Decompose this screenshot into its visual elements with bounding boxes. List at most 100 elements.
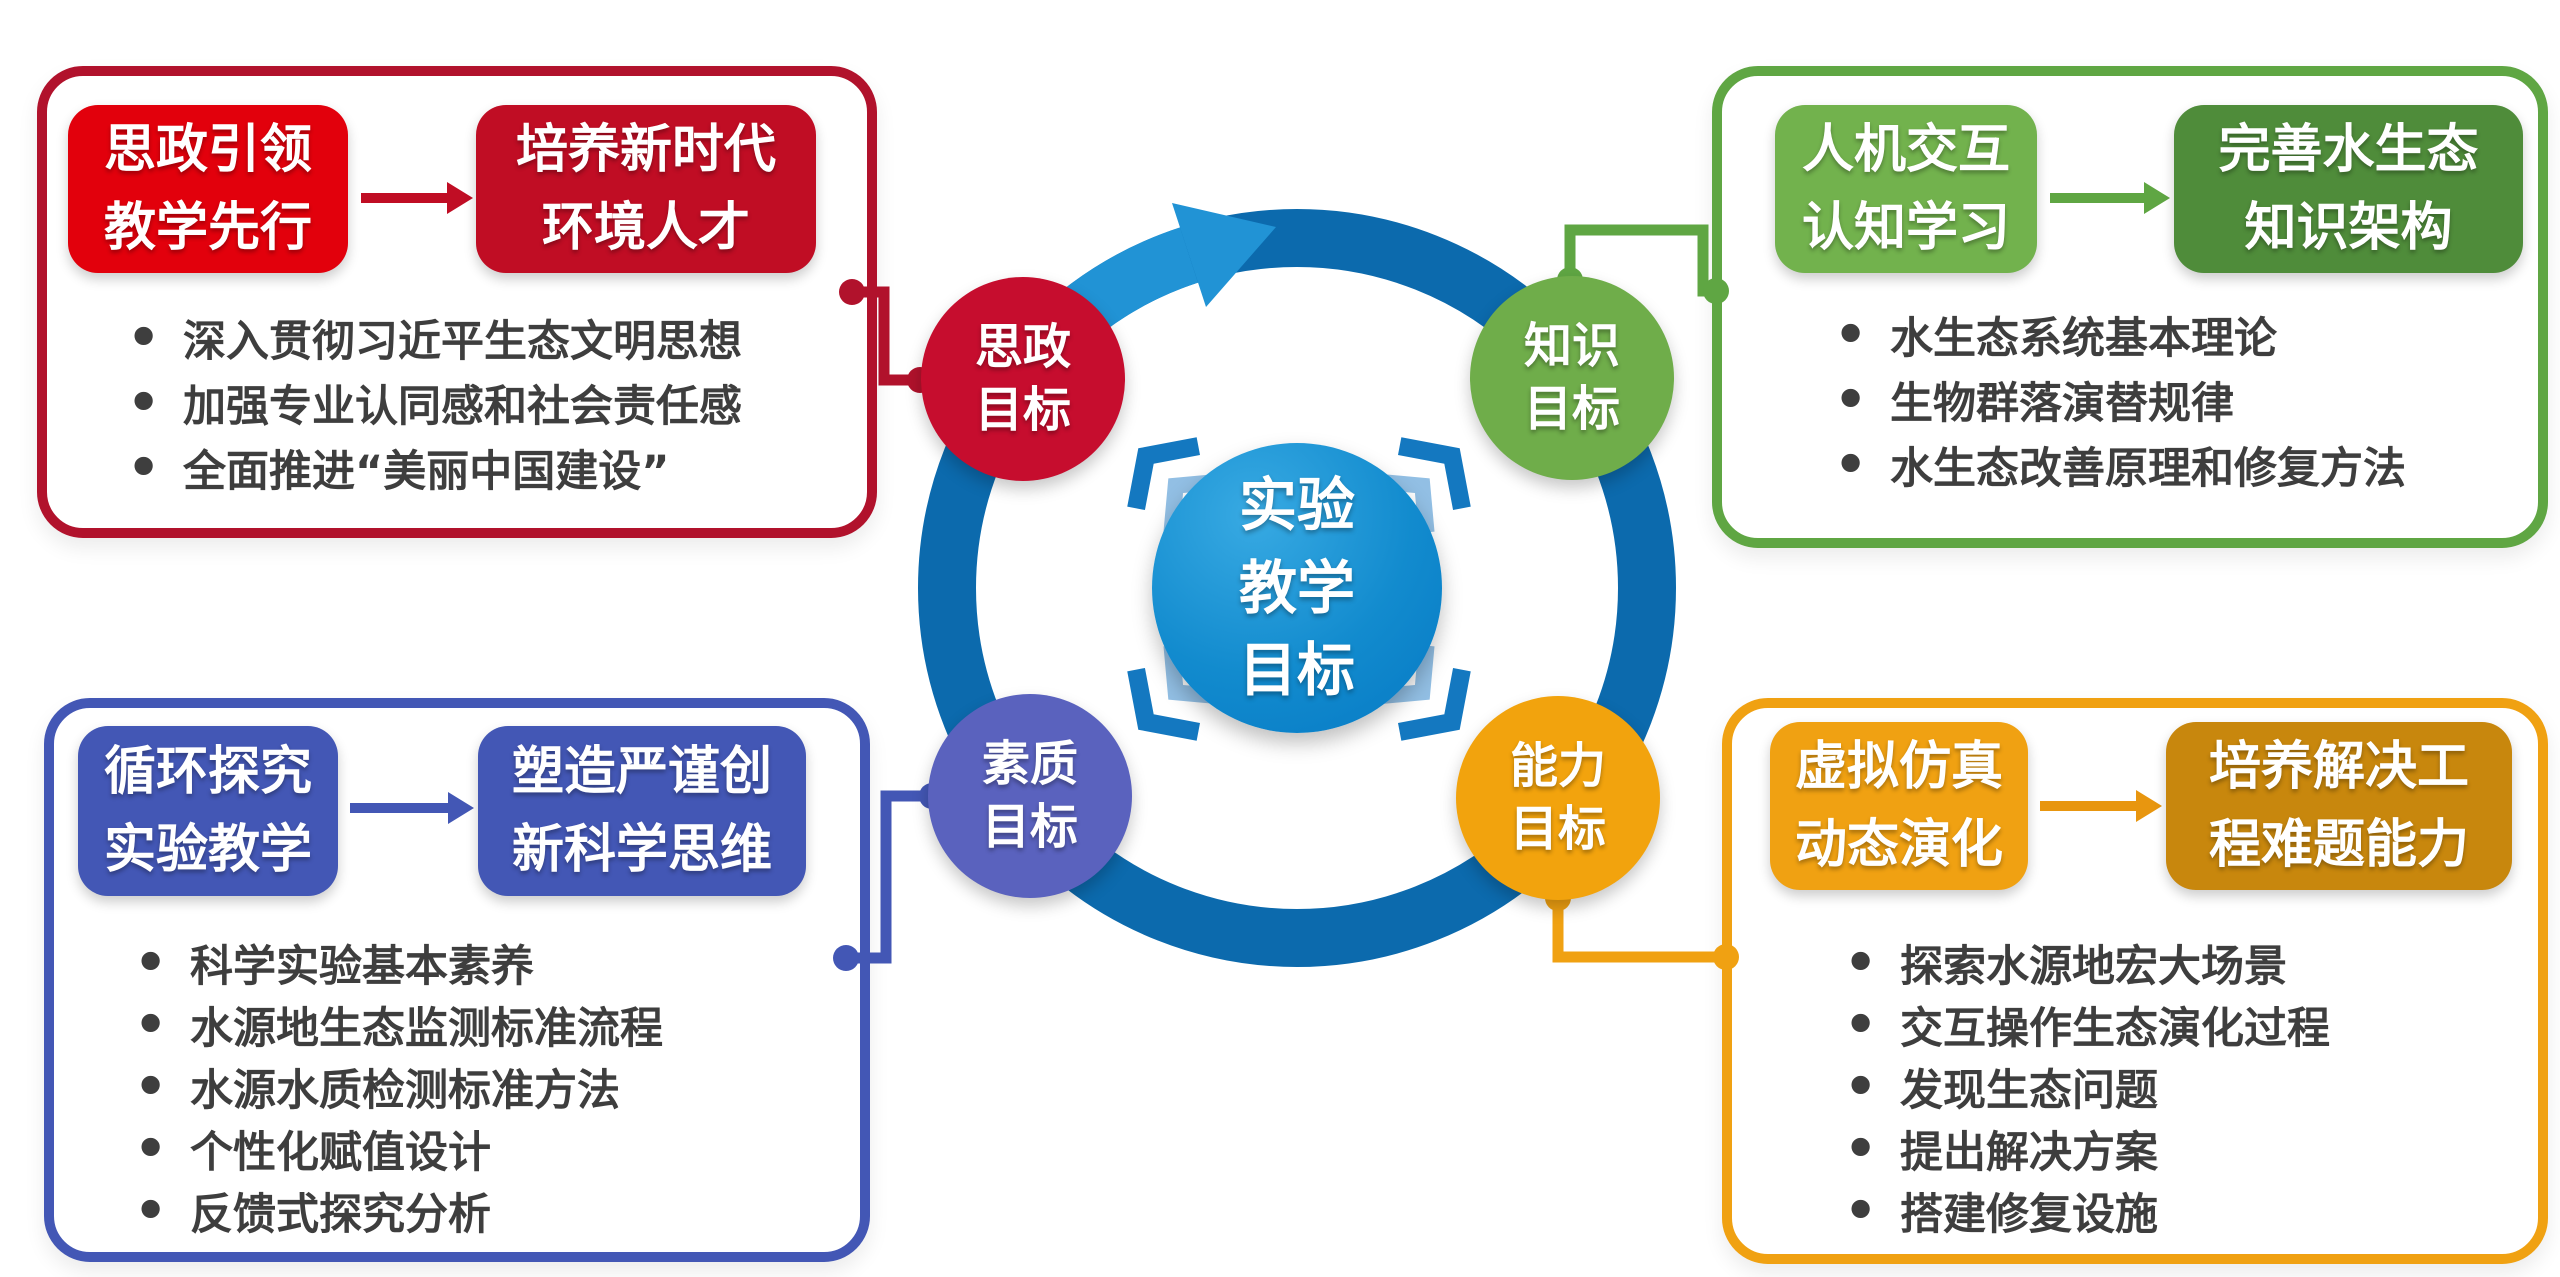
ideology-header-2: 培养新时代 环境人才 [476, 105, 816, 273]
bullet-item: • 科学实验基本素养 [134, 932, 846, 994]
bullet-text: 发现生态问题 [1900, 1066, 2158, 1116]
circle-line: 思政 [974, 318, 1071, 375]
circle-line: 目标 [981, 799, 1078, 855]
bullet-text: 搭建修复设施 [1900, 1190, 2158, 1240]
panel-ability: 虚拟仿真 动态演化 培养解决工 程难题能力 •探索水源地宏大场景 • 交互操作生态… [1722, 698, 2548, 1264]
header-line: 教学先行 [103, 198, 312, 258]
bullet-text: 反馈式探究分析 [190, 1190, 491, 1240]
cycle-arrowhead-icon [1172, 203, 1276, 307]
circle-line: 能力 [1509, 737, 1606, 794]
center-line: 教学 [1238, 553, 1355, 622]
bullet-item: • 水源地生态监测标准流程 [134, 994, 846, 1056]
header-line: 环境人才 [541, 198, 750, 258]
quality-header-arrow [350, 792, 474, 824]
center-line: 实验 [1238, 471, 1355, 540]
circle-ability-objective: 能力 目标 [1456, 696, 1660, 900]
panel-quality: 循环探究 实验教学 塑造严谨创 新科学思维 • 科学实验基本素养 • 水源地生态监测… [44, 698, 870, 1262]
circle-line: 目标 [1523, 381, 1620, 437]
ideology-bullets: •深入贯彻习近平生态文明思想 •加强专业认同感和社会责任感 •全面推进“美丽中国… [47, 305, 853, 500]
header-line: 完善水生态 [2218, 120, 2479, 180]
bullet-text: 深入贯彻习近平生态文明思想 [183, 316, 742, 367]
quality-bullets: • 科学实验基本素养 • 水源地生态监测标准流程 • 水源水质检测标准方法 • 个性化赋… [54, 932, 846, 1242]
arrow-shaft [2050, 193, 2146, 203]
arrow-shaft [350, 803, 450, 813]
bullet-dot: • [1844, 995, 1878, 1055]
circle-knowledge-objective: 知识 目标 [1470, 276, 1674, 480]
bullet-dot: • [134, 995, 168, 1055]
bullet-dot: • [1844, 1057, 1878, 1117]
circle-line: 目标 [1509, 801, 1606, 857]
circle-line: 素质 [981, 735, 1078, 792]
bullet-item: • 水源水质检测标准方法 [134, 1056, 846, 1118]
chevron-dark [1398, 668, 1471, 741]
bullet-text: 提出解决方案 [1900, 1128, 2158, 1178]
bullet-text: 个性化赋值设计 [190, 1128, 491, 1178]
bullet-dot: • [134, 1119, 168, 1179]
circle-quality-objective: 素质 目标 [928, 694, 1132, 898]
bullet-item: • 水生态系统基本理论 [1834, 302, 2524, 367]
bullet-dot: • [127, 307, 161, 368]
bullet-item: •加强专业认同感和社会责任感 [127, 370, 853, 435]
ideology-header-1: 思政引领 教学先行 [68, 105, 348, 273]
bullet-item: • 水生态改善原理和修复方法 [1834, 432, 2524, 497]
knowledge-header-2: 完善水生态 知识架构 [2174, 105, 2523, 273]
bullet-dot: • [134, 1057, 168, 1117]
bullet-dot: • [134, 933, 168, 993]
knowledge-header-arrow [2050, 182, 2170, 214]
bullet-dot: • [1834, 304, 1868, 365]
quality-header-2: 塑造严谨创 新科学思维 [478, 726, 806, 896]
header-line: 知识架构 [2244, 198, 2453, 258]
bullet-item: • 生物群落演替规律 [1834, 367, 2524, 432]
header-line: 人机交互 [1801, 120, 2010, 180]
header-line: 塑造严谨创 [511, 742, 772, 802]
bullet-dot: • [1844, 1119, 1878, 1179]
ideology-header-arrow [361, 182, 473, 214]
bullet-dot: • [1834, 369, 1868, 430]
bullet-item: • 个性化赋值设计 [134, 1118, 846, 1180]
knowledge-header-1: 人机交互 认知学习 [1775, 105, 2037, 273]
arrow-head [2136, 790, 2162, 822]
header-line: 实验教学 [103, 820, 312, 880]
header-line: 动态演化 [1794, 815, 2003, 875]
arrow-head [2144, 182, 2170, 214]
bullet-text: 交互操作生态演化过程 [1900, 1004, 2330, 1054]
panel-ideology: 思政引领 教学先行 培养新时代 环境人才 •深入贯彻习近平生态文明思想 •加强专… [37, 66, 877, 538]
ability-header-arrow [2040, 790, 2162, 822]
center-hub: 实验 教学 目标 [1152, 443, 1442, 733]
circle-ideology-objective: 思政 目标 [921, 277, 1125, 481]
header-line: 新科学思维 [511, 820, 772, 880]
bullet-text: 加强专业认同感和社会责任感 [183, 381, 742, 432]
bullet-item: • 深入贯彻习近平生态文明思想 [127, 305, 853, 370]
center-line: 目标 [1238, 636, 1355, 705]
knowledge-bullets: • 水生态系统基本理论 • 生物群落演替规律 • 水生态改善原理和修复方法 [1722, 302, 2524, 497]
arrow-head [447, 182, 473, 214]
arrow-shaft [361, 193, 449, 203]
bullet-dot: • [127, 437, 161, 498]
bullet-dot: • [1834, 434, 1868, 495]
header-line: 思政引领 [103, 120, 312, 180]
arrow-head [448, 792, 474, 824]
bullet-item: • 反馈式探究分析 [134, 1180, 846, 1242]
chevron-dark [1398, 437, 1471, 510]
bullet-item: • 提出解决方案 [1844, 1118, 2524, 1180]
bullet-text: 水生态系统基本理论 [1890, 313, 2277, 364]
bullet-item: •全面推进“美丽中国建设” [127, 435, 853, 500]
bullet-dot: • [1844, 933, 1878, 993]
bullet-dot: • [134, 1181, 168, 1241]
header-line: 循环探究 [103, 742, 312, 802]
bullet-text: 水源地生态监测标准流程 [190, 1004, 663, 1054]
ability-header-2: 培养解决工 程难题能力 [2166, 722, 2512, 890]
bullet-text: 水生态改善原理和修复方法 [1890, 443, 2406, 494]
arrow-shaft [2040, 801, 2138, 811]
bullet-dot: • [1844, 1181, 1878, 1241]
header-line: 认知学习 [1801, 198, 2010, 258]
bullet-item: • 发现生态问题 [1844, 1056, 2524, 1118]
header-line: 培养解决工 [2208, 737, 2469, 797]
bullet-item: •探索水源地宏大场景 [1844, 932, 2524, 994]
bullet-text: 科学实验基本素养 [190, 942, 534, 992]
circle-line: 知识 [1523, 317, 1620, 374]
bullet-item: • 搭建修复设施 [1844, 1180, 2524, 1242]
bullet-text: 水源水质检测标准方法 [190, 1066, 620, 1116]
bullet-text: 生物群落演替规律 [1890, 378, 2234, 429]
ability-header-1: 虚拟仿真 动态演化 [1770, 722, 2028, 890]
